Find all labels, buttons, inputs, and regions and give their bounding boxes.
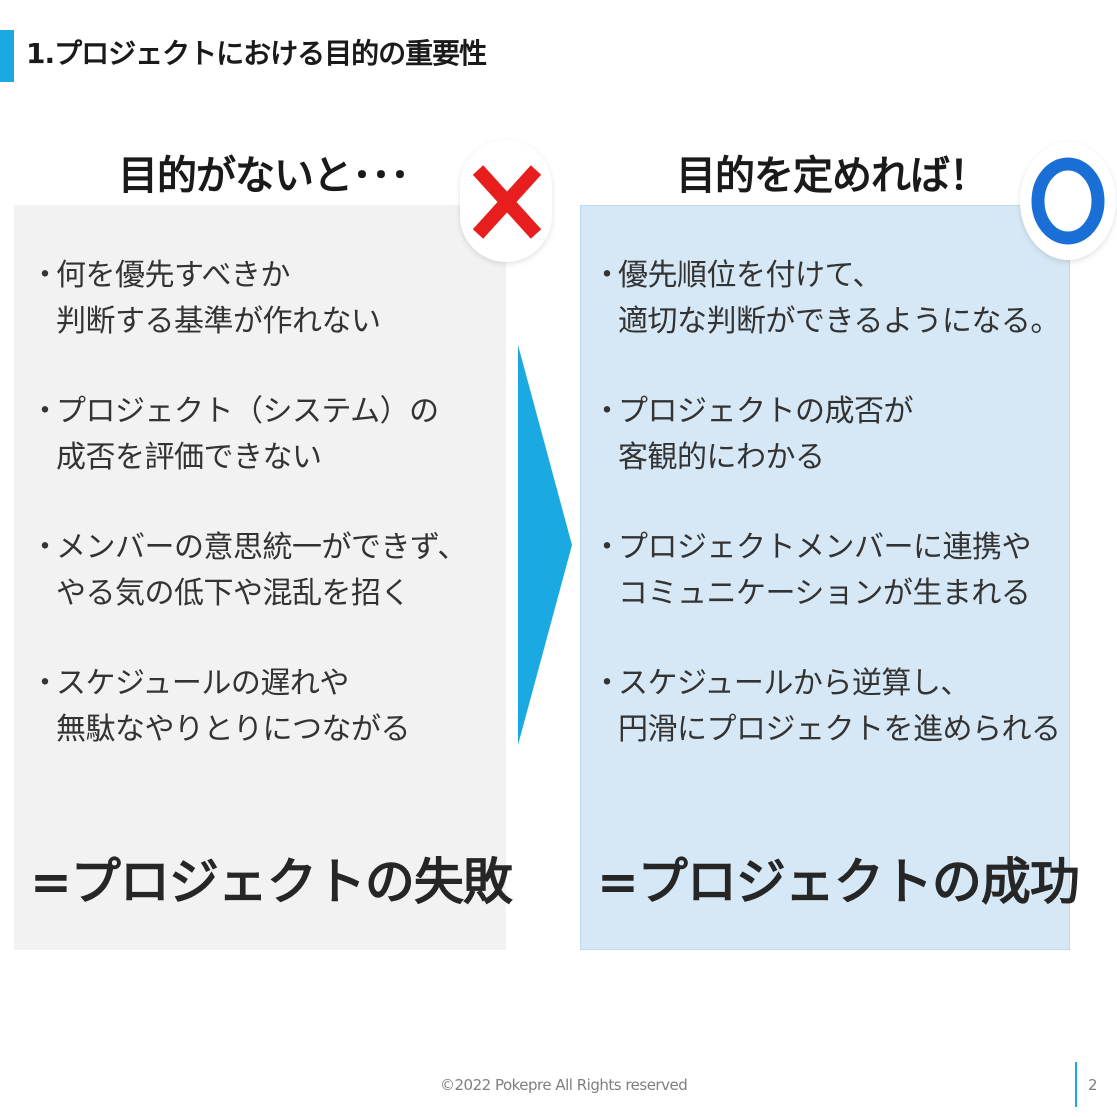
left-heading: 目的がないと･･･: [118, 153, 410, 199]
list-item: プロジェクト（システム）の 成否を評価できない: [30, 389, 501, 525]
page-number: 2: [1088, 1076, 1098, 1094]
list-item: プロジェクトの成否が 客観的にわかる: [592, 389, 1068, 525]
list-item-line: 適切な判断ができるようになる。: [618, 304, 1060, 339]
list-item-line: 円滑にプロジェクトを進められる: [618, 712, 1061, 747]
footer-divider: [1075, 1062, 1077, 1107]
list-item-line: 成否を評価できない: [56, 440, 322, 475]
right-bullet-list: 優先順位を付けて、 適切な判断ができるようになる。 プロジェクトの成否が 客観的…: [592, 253, 1068, 797]
slide-title: 1.プロジェクトにおける目的の重要性: [26, 37, 487, 70]
title-accent-bar: [0, 30, 14, 82]
list-item: 何を優先すべきか 判断する基準が作れない: [30, 253, 501, 389]
cross-badge: [460, 140, 552, 262]
list-item-line: スケジュールから逆算し、: [618, 666, 970, 701]
list-item-line: 判断する基準が作れない: [56, 304, 381, 339]
list-item-line: プロジェクト（システム）の: [56, 394, 439, 429]
cross-icon: [472, 165, 542, 239]
list-item-line: プロジェクトメンバーに連携や: [618, 530, 1032, 565]
list-item: メンバーの意思統一ができず、 やる気の低下や混乱を招く: [30, 525, 501, 661]
circle-badge: [1020, 142, 1116, 260]
list-item-line: スケジュールの遅れや: [56, 666, 349, 701]
circle-icon: [1031, 157, 1105, 245]
list-item: スケジュールから逆算し、 円滑にプロジェクトを進められる: [592, 661, 1068, 797]
list-item-line: やる気の低下や混乱を招く: [56, 576, 411, 611]
list-item-line: 何を優先すべきか: [56, 258, 290, 293]
list-item-line: 無駄なやりとりにつながる: [56, 712, 411, 747]
failure-conclusion: =プロジェクトの失敗: [30, 853, 513, 911]
success-conclusion: =プロジェクトの成功: [597, 853, 1080, 911]
chevron-right-icon: [518, 345, 572, 745]
list-item-line: コミュニケーションが生まれる: [618, 576, 1031, 611]
copyright-text: ©2022 Pokepre All Rights reserved: [440, 1076, 688, 1094]
list-item: 優先順位を付けて、 適切な判断ができるようになる。: [592, 253, 1068, 389]
list-item-line: メンバーの意思統一ができず、: [56, 530, 467, 565]
list-item: プロジェクトメンバーに連携や コミュニケーションが生まれる: [592, 525, 1068, 661]
list-item: スケジュールの遅れや 無駄なやりとりにつながる: [30, 661, 501, 797]
list-item-line: 客観的にわかる: [618, 440, 825, 475]
left-bullet-list: 何を優先すべきか 判断する基準が作れない プロジェクト（システム）の 成否を評価…: [30, 253, 501, 797]
list-item-line: プロジェクトの成否が: [618, 394, 914, 429]
list-item-line: 優先順位を付けて、: [618, 258, 883, 293]
right-heading: 目的を定めれば！: [676, 153, 989, 199]
